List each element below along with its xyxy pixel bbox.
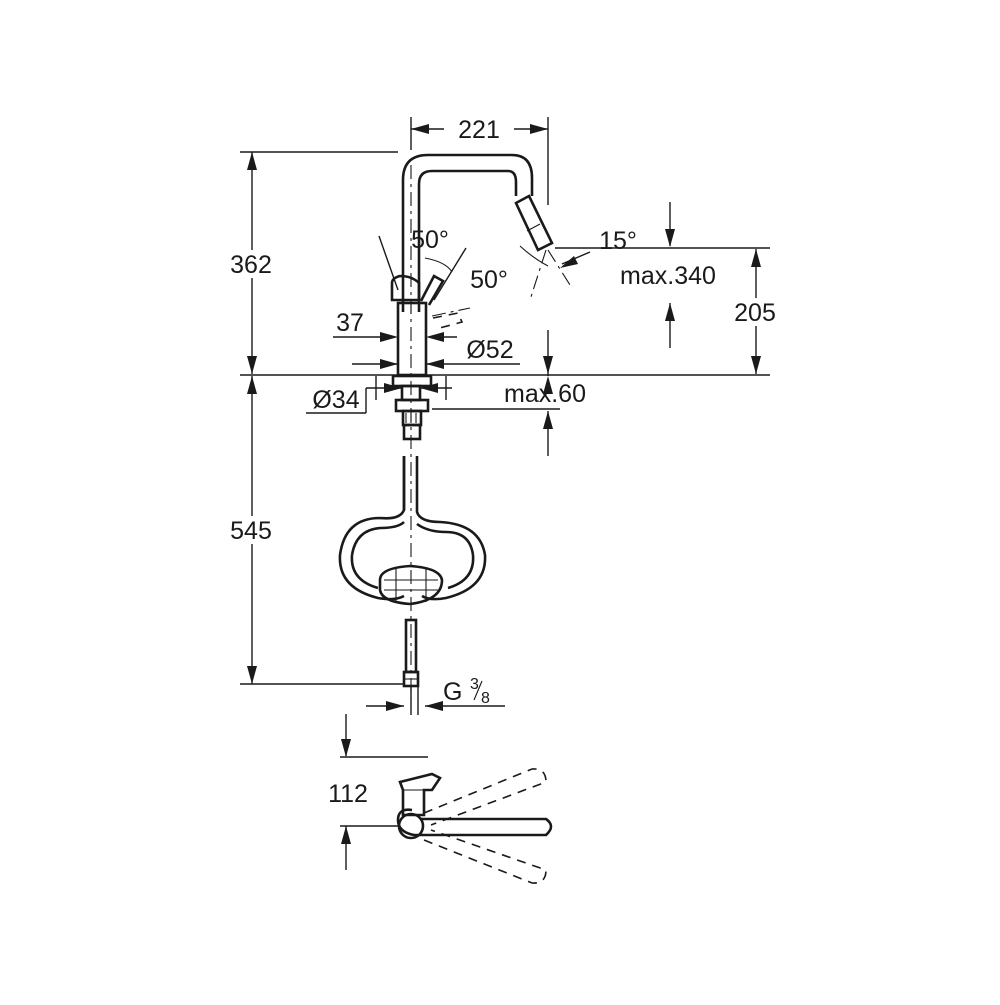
dimension-d52: Ø52 (352, 336, 520, 369)
dim-thread-numerator: 3 (470, 676, 479, 693)
dimension-max60: max.60 (432, 372, 586, 456)
dim-max-deck-label: max.60 (504, 380, 586, 408)
dimension-205: 205 (722, 249, 784, 374)
spray-head (514, 194, 554, 252)
dimension-thread: G 3 8 (366, 676, 505, 711)
hose-weight (378, 564, 444, 606)
dim-spout-clearance-label: 205 (734, 299, 776, 327)
dimension-362: 362 (220, 151, 398, 374)
dim-lever-offset-label: 37 (336, 309, 364, 337)
dimension-d34: Ø34 (306, 376, 452, 414)
lever-handle (390, 274, 421, 302)
dim-max-pull-out-label: max.340 (620, 262, 716, 290)
dim-spout-angle-label: 15° (599, 227, 637, 255)
mounting-flange (391, 374, 433, 388)
faucet-plan-view: 112 (328, 714, 553, 884)
dimension-221: 221 (410, 114, 549, 205)
spout-tube (401, 153, 534, 312)
dim-thread-denominator: 8 (481, 690, 490, 707)
dimension-545: 545 (220, 376, 404, 685)
dim-lever-angle-2-label: 50° (470, 266, 508, 294)
dim-plan-depth-label: 112 (328, 780, 368, 808)
spout-plan (396, 808, 553, 837)
hose-loop (338, 456, 487, 715)
dimension-37: 37 (333, 309, 457, 342)
dim-thread-label: G (443, 678, 462, 706)
dimension-pull-out: max.340 (555, 202, 770, 348)
dim-hole-diameter-label: Ø34 (312, 386, 359, 414)
dim-height-lower-label: 545 (230, 517, 272, 545)
dim-body-diameter-label: Ø52 (466, 336, 513, 364)
faucet-body (396, 301, 428, 377)
faucet-side-view (378, 153, 571, 700)
dim-lever-angle-1-label: 50° (411, 226, 449, 254)
dim-width-top-label: 221 (458, 116, 500, 144)
dim-height-upper-label: 362 (230, 251, 272, 279)
